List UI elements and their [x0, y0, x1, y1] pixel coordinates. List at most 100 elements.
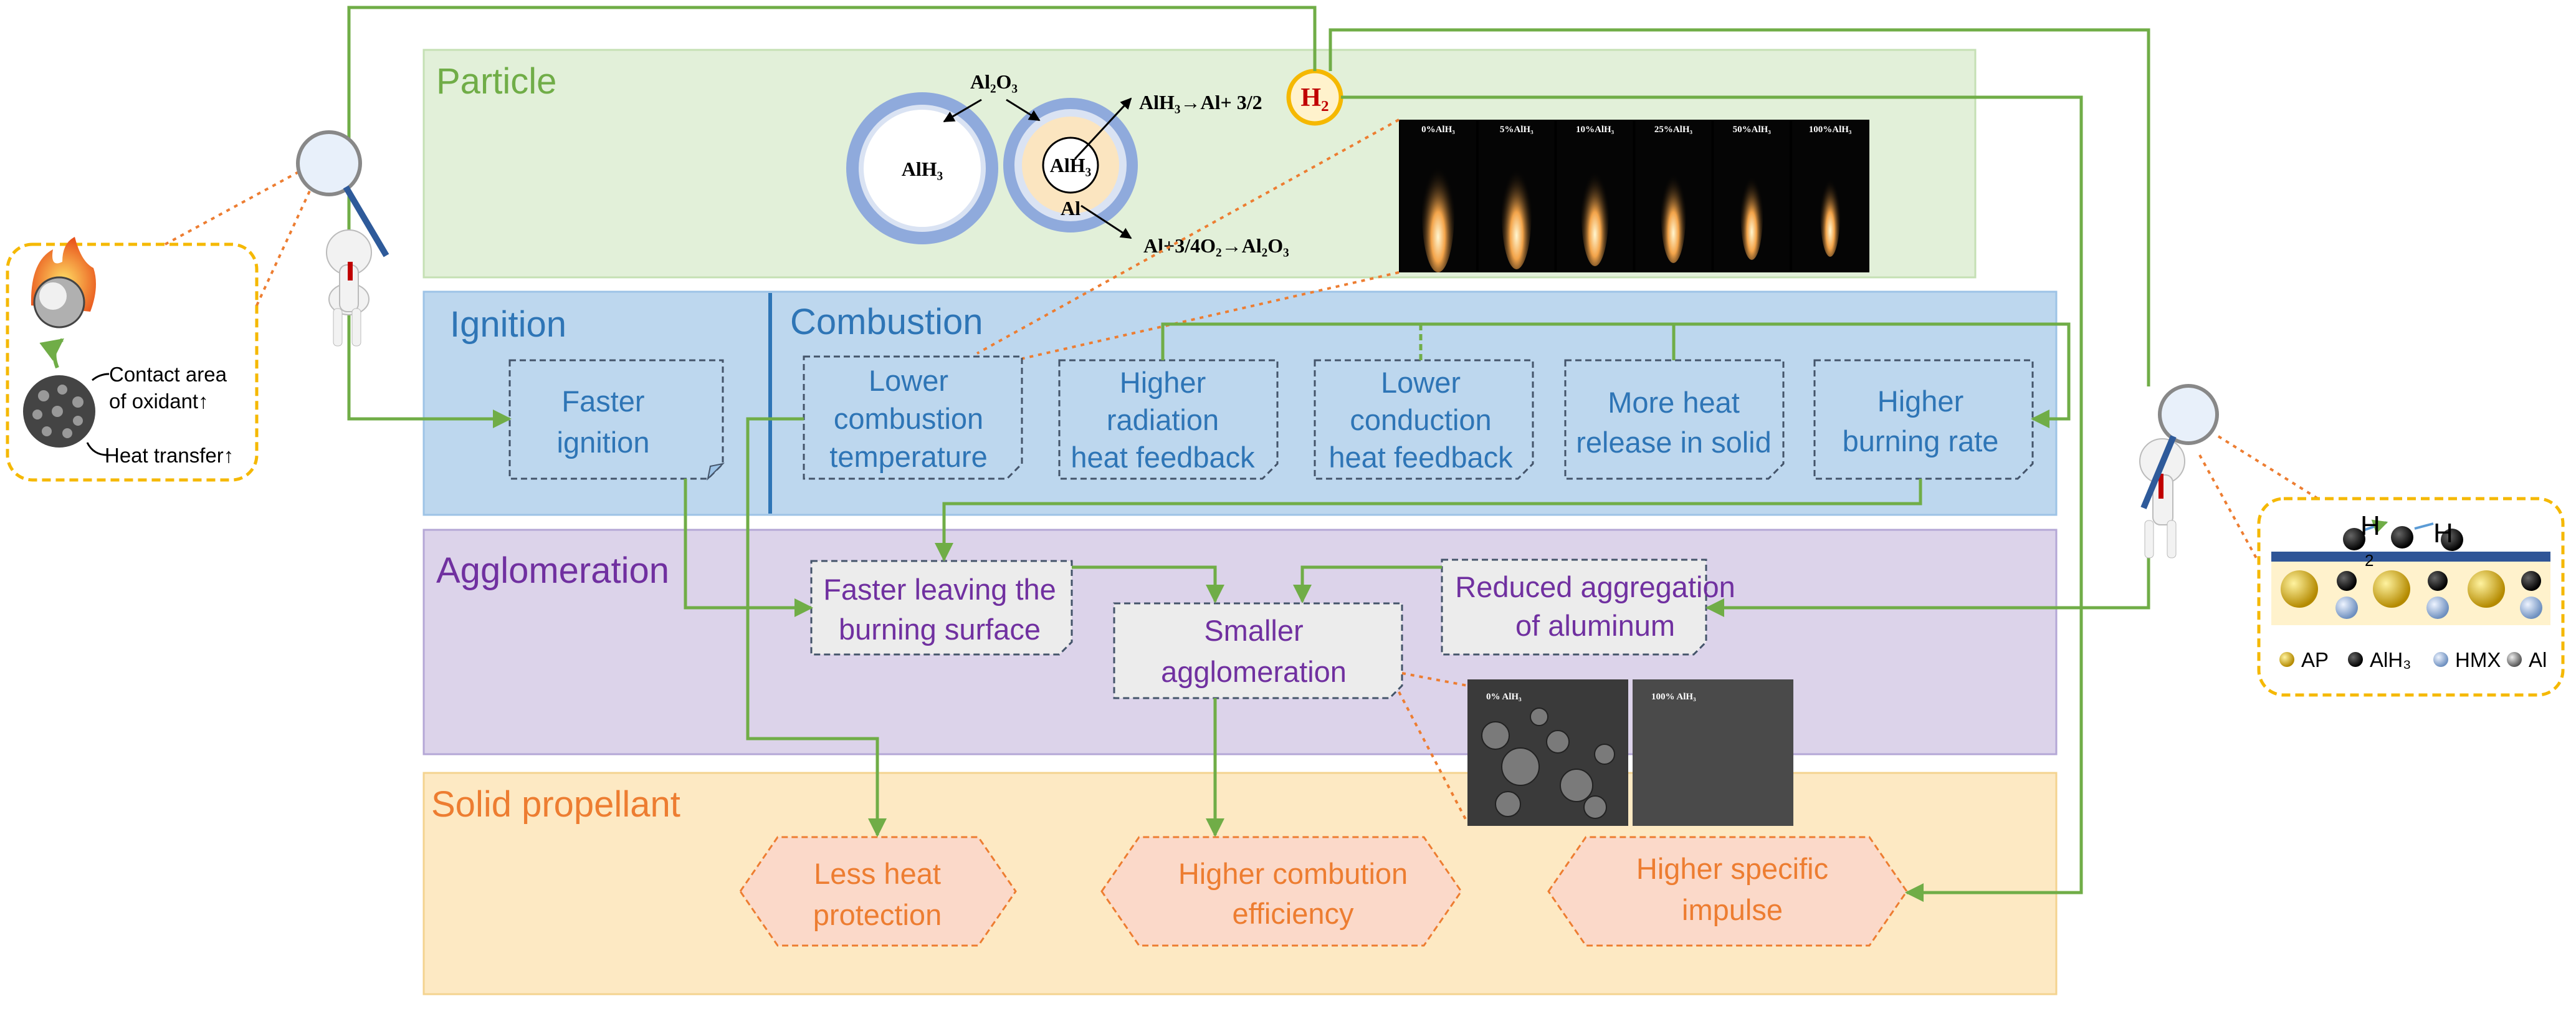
reduced-line-2: of aluminum	[1515, 609, 1675, 642]
combustion-3-line-2: conduction	[1350, 403, 1491, 436]
flame-link-1	[976, 118, 1400, 355]
sem-particle-4	[1560, 769, 1593, 802]
flame-label-1: 0%AlH₃	[1421, 125, 1455, 135]
combustion-2-line-3: heat feedback	[1071, 441, 1255, 474]
outcome-2-line-1: Higher combution	[1178, 857, 1408, 890]
solid-propellant-title: Solid propellant	[431, 784, 680, 825]
sem-images: 0% AlH₃ 100% AlH₃	[1467, 679, 1793, 826]
porous-particle-icon	[23, 375, 95, 448]
combustion-2-line-2: radiation	[1107, 403, 1219, 436]
contact-line-2: of oxidant↑	[109, 390, 209, 413]
combustion-box-2: Higher radiation heat feedback	[1058, 359, 1279, 480]
combustion-5-line-2: burning rate	[1843, 424, 1999, 458]
sem-label-2: 100% AlH₃	[1651, 692, 1696, 702]
ignition-line-2: ignition	[557, 426, 650, 459]
outcome-3-line-2: impulse	[1682, 893, 1783, 926]
right-inset-link-2	[2198, 454, 2269, 580]
combustion-1-line-2: combustion	[834, 402, 983, 435]
legend-hmx-icon	[2433, 652, 2448, 667]
reaction2-text: Al+3/4O₂→Al₂O₃	[1143, 234, 1289, 257]
up-arrow-icon	[39, 338, 64, 369]
combustion-title: Combustion	[790, 302, 983, 342]
left-inset-link-2	[255, 186, 313, 306]
reduced-aggregation-box: Reduced aggregation of aluminum	[1441, 558, 1735, 656]
core1-label: AlH₃	[902, 158, 943, 180]
sem-particle-3	[1546, 730, 1570, 754]
combustion-5-line-1: Higher	[1877, 385, 1963, 418]
sem-particle-7	[1530, 707, 1548, 726]
combustion-box-5: Higher burning rate	[1813, 359, 2034, 480]
flow-connectors	[347, 6, 2150, 902]
legend-ap: AP	[2301, 648, 2329, 671]
ignition-title: Ignition	[450, 304, 566, 345]
faster-leaving-box: Faster leaving the burning surface	[810, 560, 1073, 656]
outcome-3-line-1: Higher specific	[1636, 852, 1828, 885]
right-inset: H H 2 AP AlH₃ HMX Al	[2257, 497, 2565, 697]
contact-line-1: Contact area	[109, 363, 227, 386]
outcome-higher-specific-impulse: Higher specific impulse	[1547, 836, 1908, 947]
h-left: H	[2360, 510, 2380, 541]
outcome-higher-combustion-efficiency: Higher combution efficiency	[1100, 836, 1462, 947]
outcome-1-line-1: Less heat	[814, 857, 941, 890]
left-inset-link-1	[165, 167, 306, 246]
core2-label: AlH₃	[1050, 154, 1091, 176]
al2o3-label: Al₂O₃	[970, 70, 1018, 93]
sem-particle-2	[1501, 747, 1540, 786]
magnifier-figure-left-icon	[296, 130, 389, 347]
legend-al: Al	[2529, 648, 2547, 671]
smaller-line-1: Smaller	[1204, 614, 1303, 647]
burning-particle-icon	[31, 237, 97, 328]
faster-leaving-line-2: burning surface	[839, 613, 1041, 646]
h-right: H	[2433, 518, 2453, 549]
flame-link-2	[1009, 271, 1400, 363]
sem-particle-6	[1594, 744, 1615, 765]
sem-particle-8	[1583, 795, 1607, 819]
legend-ap-icon	[2279, 652, 2294, 667]
flame-label-6: 100%AlH₃	[1809, 125, 1852, 135]
outcome-2-line-2: efficiency	[1232, 897, 1354, 930]
h-subscript: 2	[2365, 551, 2373, 570]
combustion-3-line-1: Lower	[1381, 366, 1461, 399]
flame-plume-6	[1820, 170, 1841, 257]
alh3-al-particle: AlH₃ Al	[1003, 98, 1138, 232]
left-inset: Contact area of oxidant↑ Heat transfer↑	[6, 237, 259, 482]
al2o3-arrow-right	[1006, 98, 1041, 122]
flame-plume-2	[1501, 157, 1532, 269]
flame-label-4: 25%AlH₃	[1654, 125, 1693, 135]
faster-leaving-line-1: Faster leaving the	[823, 573, 1056, 606]
flame-plume-1	[1421, 154, 1454, 272]
legend-hmx: HMX	[2455, 648, 2501, 671]
flame-plume-5	[1740, 166, 1763, 260]
sem-particle-5	[1495, 791, 1521, 817]
ignition-line-1: Faster	[561, 385, 644, 418]
sem-link-2	[1398, 691, 1469, 823]
reduced-line-1: Reduced aggregation	[1455, 570, 1735, 603]
flame-plume-3	[1581, 160, 1609, 266]
combustion-2-line-1: Higher	[1120, 366, 1206, 399]
flame-label-3: 10%AlH₃	[1576, 125, 1615, 135]
legend-alh3-icon	[2348, 652, 2363, 667]
combustion-1-line-3: temperature	[829, 440, 987, 473]
sem-label-1: 0% AlH₃	[1486, 692, 1522, 702]
reaction2-arrow	[1080, 204, 1132, 239]
magnifier-figure-right-icon	[2139, 384, 2219, 558]
alh3-particle: AlH₃	[846, 92, 998, 244]
legend-alh3: AlH₃	[2370, 648, 2411, 671]
sem-particle-1	[1481, 721, 1510, 750]
flame-label-5: 50%AlH₃	[1733, 125, 1772, 135]
